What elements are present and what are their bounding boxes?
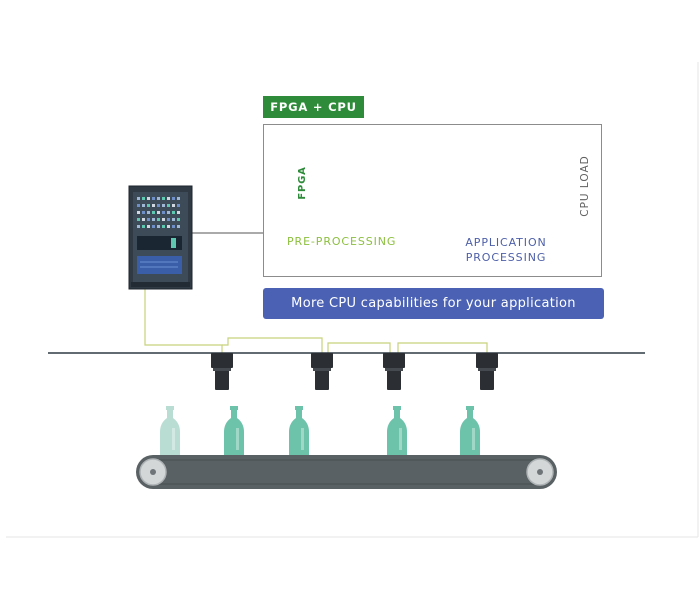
bottle-row: [160, 406, 480, 455]
application-label-line1: APPLICATION: [465, 236, 547, 249]
fpga-load-value: 100%: [334, 178, 362, 188]
controller-cabinet-icon: [128, 185, 193, 290]
camera-icon: [383, 353, 405, 390]
cpu-load-label: CPU LOAD: [579, 155, 591, 217]
camera-icon: [311, 353, 333, 390]
bottle-icon: [289, 406, 309, 455]
bottle-icon: [460, 406, 480, 455]
camera-icon: [211, 353, 233, 390]
wiring: [144, 289, 488, 353]
camera-row: [211, 353, 498, 390]
camera-icon: [476, 353, 498, 390]
bottle-icon: [224, 406, 244, 455]
application-processing-label: APPLICATION PROCESSING: [446, 235, 566, 265]
fpga-cpu-tag: FPGA + CPU: [263, 96, 364, 118]
fpga-label: FPGA: [296, 166, 308, 200]
application-label-line2: PROCESSING: [465, 251, 547, 264]
conveyor-icon: [136, 455, 557, 489]
bottle-icon: [160, 406, 180, 455]
processing-panel: [263, 124, 602, 277]
bottle-icon: [387, 406, 407, 455]
pre-processing-label: PRE-PROCESSING: [287, 235, 397, 248]
cpu-capabilities-banner: More CPU capabilities for your applicati…: [263, 288, 604, 319]
